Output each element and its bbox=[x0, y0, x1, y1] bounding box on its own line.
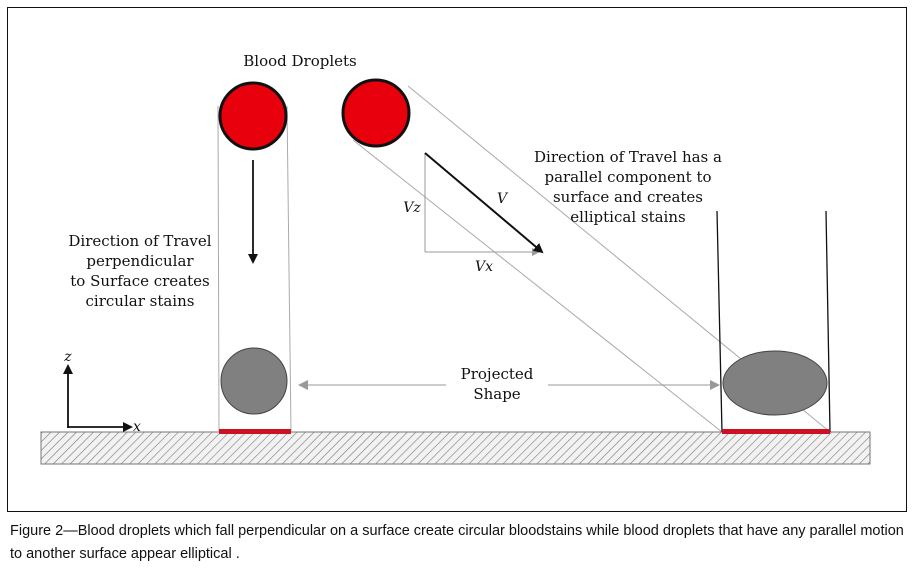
right-wall-left bbox=[716, 210, 723, 433]
title-label: Blood Droplets bbox=[243, 52, 356, 70]
vx-label: Vx bbox=[475, 259, 493, 275]
projected-label-line-1: Projected bbox=[461, 365, 534, 383]
left-label-line-1: Direction of Travel bbox=[68, 232, 211, 250]
right-label-line-1: Direction of Travel has a bbox=[534, 148, 722, 166]
elliptical-stain bbox=[722, 350, 828, 416]
v-label: V bbox=[497, 191, 509, 207]
x-axis-label: x bbox=[133, 419, 141, 435]
figure-caption: Figure 2—Blood droplets which fall perpe… bbox=[10, 523, 904, 562]
left-projection-line-b bbox=[286, 105, 292, 433]
left-label-line-2: perpendicular bbox=[86, 252, 194, 270]
projected-label-line-2: Shape bbox=[473, 385, 520, 403]
surface bbox=[40, 431, 871, 465]
right-label-line-2: parallel component to bbox=[544, 168, 711, 186]
right-wall-right bbox=[825, 210, 831, 433]
z-axis-label: z bbox=[63, 349, 72, 365]
vz-label: Vz bbox=[403, 200, 421, 216]
elliptical-stain-footprint bbox=[722, 429, 830, 434]
figure-frame: Blood Droplets Direction of Travel perpe… bbox=[7, 7, 907, 512]
right-label-line-4: elliptical stains bbox=[570, 208, 685, 226]
circular-stain-footprint bbox=[219, 429, 291, 434]
left-label-line-3: to Surface creates bbox=[70, 272, 209, 290]
right-label-line-3: surface and creates bbox=[553, 188, 703, 206]
droplet-vertical bbox=[218, 81, 288, 151]
left-label-line-4: circular stains bbox=[86, 292, 195, 310]
left-projection-line-a bbox=[217, 105, 220, 433]
circular-stain bbox=[220, 347, 288, 415]
velocity-vector-arrow bbox=[424, 152, 544, 254]
oblique-projection-line-a bbox=[352, 139, 723, 433]
droplet-angled bbox=[341, 78, 411, 148]
bloodstain-diagram: Blood Droplets Direction of Travel perpe… bbox=[40, 52, 871, 465]
